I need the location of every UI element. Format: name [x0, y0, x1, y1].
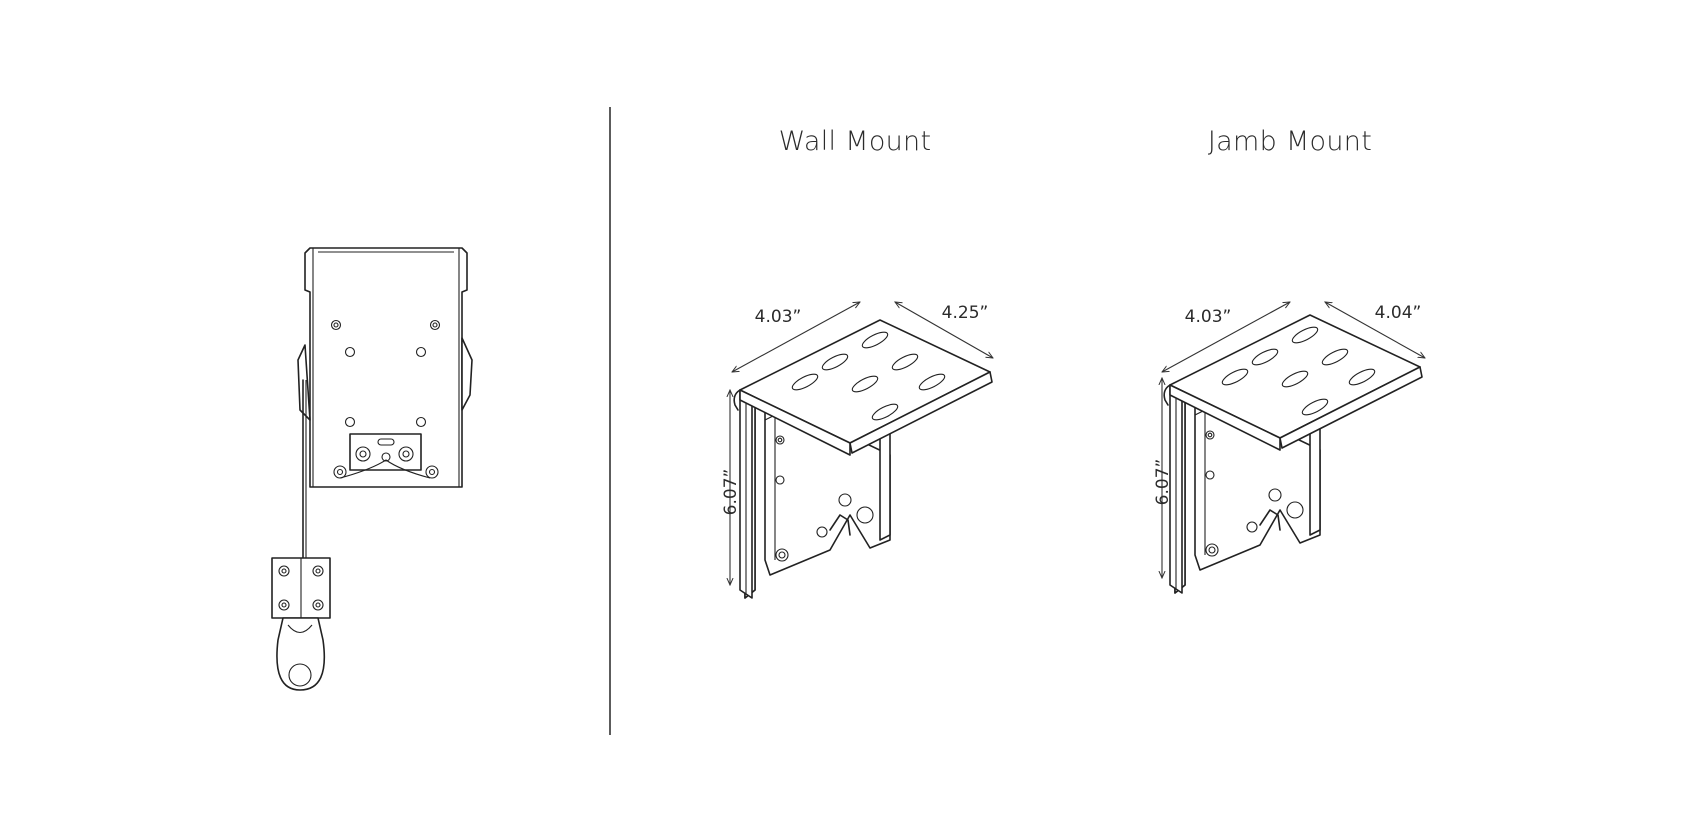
- opener-front-view: [271, 247, 473, 691]
- wall-mount-title: Wall Mount: [778, 126, 932, 157]
- jamb-dim-width-label: 4.04”: [1375, 303, 1422, 323]
- wall-dim-height-label: 6.07”: [721, 469, 741, 516]
- jamb-dim-depth-label: 4.03”: [1185, 307, 1232, 327]
- jamb-mount-bracket: [1162, 302, 1425, 594]
- wall-mount-bracket: [730, 302, 993, 599]
- jamb-dim-height-label: 6.07”: [1153, 459, 1173, 506]
- wall-dim-depth-label: 4.03”: [755, 307, 802, 327]
- wall-dim-width-label: 4.25”: [942, 303, 989, 323]
- jamb-mount-title: Jamb Mount: [1207, 126, 1373, 157]
